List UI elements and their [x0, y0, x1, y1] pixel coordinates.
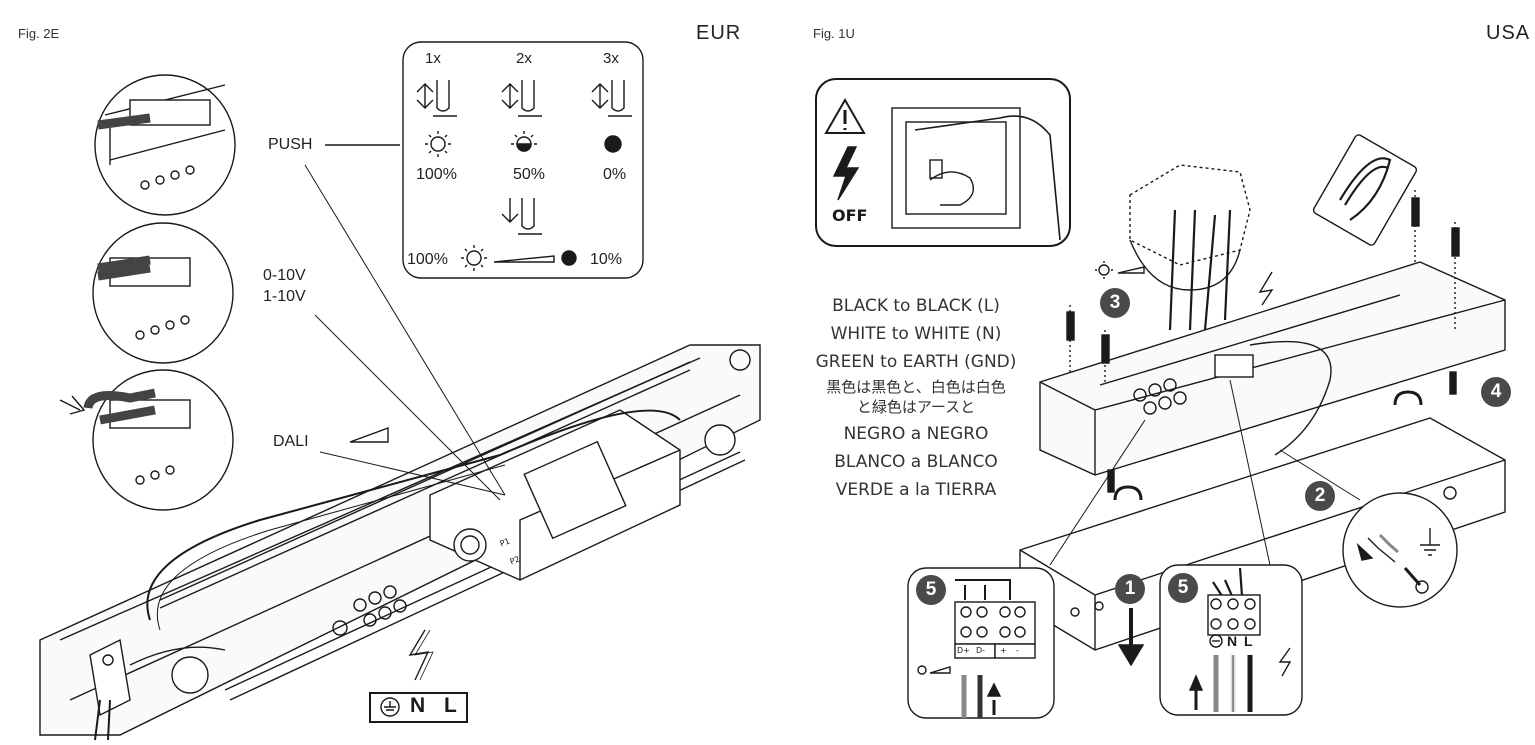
dim-ramp-icon [461, 245, 577, 271]
off-label: OFF [832, 206, 868, 225]
terminal-dminus: D- [976, 646, 986, 655]
callout-010v: 0-10V [263, 267, 306, 284]
callout-dali: DALI [273, 433, 309, 450]
wiring-line-3: GREEN to EARTH (GND) [815, 352, 1017, 372]
callout-push: PUSH [268, 136, 313, 153]
left-terminal-block [369, 692, 468, 723]
wiring-line-5: と緑色はアースと [856, 398, 976, 416]
callout-110v: 1-10V [263, 288, 306, 305]
dim-max-label: 10% [590, 251, 623, 268]
earth-ground-icon [380, 697, 400, 717]
sun-off-icon [604, 135, 622, 153]
wiring-line-6: NEGRO a NEGRO [843, 424, 989, 444]
wiring-line-1: BLACK to BLACK (L) [832, 296, 1000, 316]
detail-terminal-l: L [1244, 633, 1253, 649]
detail-circle-dali [59, 369, 234, 511]
wiring-line-2: WHITE to WHITE (N) [830, 324, 1002, 344]
wiring-instructions: BLACK to BLACK (L) WHITE to WHITE (N) GR… [796, 296, 1036, 508]
tap-count-1x: 1x [425, 50, 441, 67]
push-dimming-panel [402, 41, 644, 279]
left-fixture-body [39, 344, 761, 741]
screw-icons [1066, 190, 1460, 493]
detail-terminal-n: N [1227, 633, 1238, 649]
detail-circle-push [94, 74, 236, 216]
step-badge-1: 1 [1115, 574, 1145, 604]
step-badge-3: 3 [1100, 288, 1130, 318]
fig-label-left: Fig. 2E [18, 26, 60, 41]
terminal-dplus: D+ [957, 646, 970, 655]
level-100: 100% [416, 166, 457, 183]
level-50: 50% [513, 166, 546, 183]
wiring-line-7: BLANCO a BLANCO [834, 452, 998, 472]
power-off-warning-box [815, 78, 1071, 247]
terminal-n: N [410, 694, 426, 717]
dali-ramp-icon [349, 426, 389, 443]
level-0: 0% [603, 166, 627, 183]
step-badge-5a: 5 [916, 575, 946, 605]
terminal-minus: - [1016, 646, 1019, 655]
fig-label-right: Fig. 1U [813, 26, 855, 41]
detail-ground [1342, 492, 1458, 608]
detail-circle-010v [92, 222, 234, 364]
terminal-l: L [444, 694, 457, 717]
lightning-icon [408, 629, 430, 681]
detail-dim-terminal [907, 567, 1055, 719]
dim-min-label: 100% [407, 251, 448, 268]
sun-half-icon [511, 131, 537, 152]
sun-full-icon [425, 131, 451, 157]
detail-mains-terminal [1159, 564, 1303, 716]
terminal-plus: + [1000, 646, 1007, 655]
wiring-line-8: VERDE a la TIERRA [835, 480, 997, 500]
tap-count-3x: 3x [603, 50, 619, 67]
tap-count-2x: 2x [516, 50, 532, 67]
step-badge-2: 2 [1305, 481, 1335, 511]
wiring-line-4: 黒色は黒色と、白色は白色 [826, 378, 1006, 396]
step-badge-5b: 5 [1168, 573, 1198, 603]
step-badge-4: 4 [1481, 377, 1511, 407]
region-label-usa: USA [1486, 22, 1531, 44]
region-label-eur: EUR [696, 22, 742, 44]
